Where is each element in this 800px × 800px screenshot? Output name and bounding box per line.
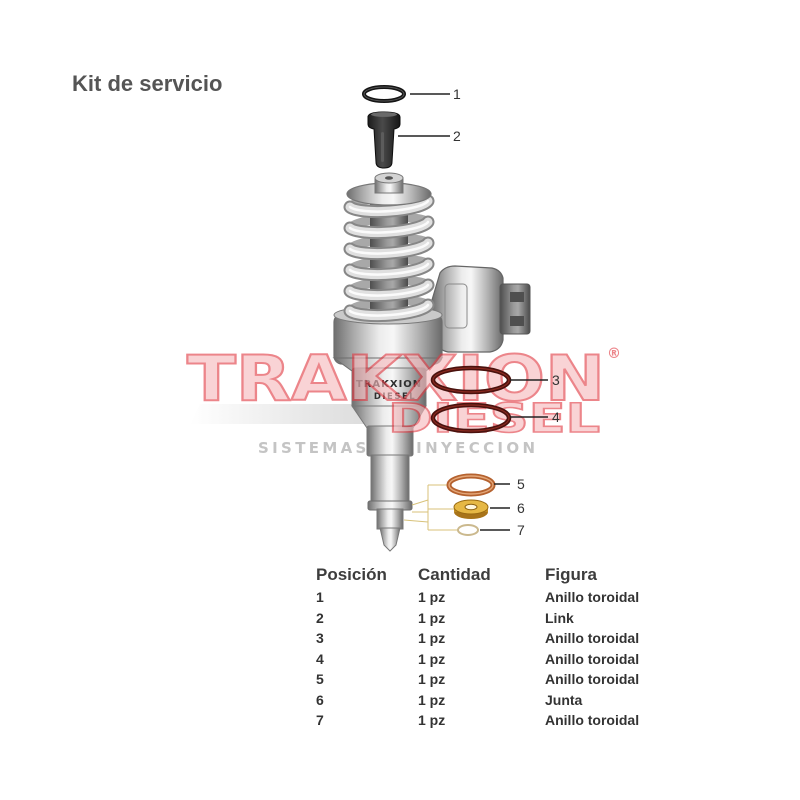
connector-pin-slot-bottom	[510, 316, 524, 326]
header-quantity: Cantidad	[418, 565, 491, 584]
cell-part: Anillo toroidal	[545, 712, 640, 728]
nozzle-parts-bracket	[403, 484, 458, 531]
table-row: 1 1 pz Anillo toroidal	[316, 587, 746, 608]
cell-part: Junta	[545, 691, 583, 708]
connector-plug	[499, 283, 531, 335]
nozzle-cylinder	[370, 454, 410, 504]
cell-position: 5	[316, 671, 324, 687]
cell-part: Anillo toroidal	[545, 650, 640, 667]
part-2-link	[367, 111, 401, 169]
cell-quantity: 1 pz	[418, 609, 446, 626]
link-plug-highlight	[371, 112, 397, 117]
header-figure: Figura	[545, 565, 597, 584]
cell-position: 7	[316, 712, 324, 728]
parts-table: Posición Cantidad Figura 1 1 pz Anillo t…	[316, 563, 746, 731]
watermark-sub: DIESEL	[388, 396, 600, 442]
callout-2: 2	[453, 128, 461, 144]
page-title: Kit de servicio	[72, 71, 223, 96]
cell-part: Anillo toroidal	[545, 630, 640, 646]
part-7-small-ring	[457, 524, 479, 536]
table-row: 6 1 pz Junta	[316, 690, 746, 711]
callout-5: 5	[517, 476, 525, 492]
solenoid-connector	[431, 265, 531, 353]
cell-quantity: 1 pz	[418, 691, 446, 708]
oring-3-highlight	[432, 367, 510, 393]
link-stem-highlight	[381, 132, 384, 162]
injector-body: TRAKXION DIESEL	[332, 305, 444, 552]
cell-position: 1	[316, 589, 324, 605]
table-row: 3 1 pz Anillo toroidal	[316, 628, 746, 649]
callout-1: 1	[453, 86, 461, 102]
part-1-oring	[362, 85, 406, 103]
nozzle-tip	[379, 527, 401, 552]
oring-4-highlight	[432, 404, 510, 432]
part-6-brass-seal	[453, 499, 489, 519]
cell-position: 2	[316, 609, 324, 626]
watermark: TRAKXION DIESEL ®	[186, 341, 621, 443]
part-5-copper-ring	[446, 473, 496, 497]
nozzle-lower	[376, 508, 404, 530]
cell-position: 3	[316, 630, 324, 646]
cell-position: 6	[316, 691, 324, 708]
cell-quantity: 1 pz	[418, 650, 446, 667]
part-4-oring	[430, 402, 512, 434]
plunger-hole	[385, 176, 393, 180]
spring	[347, 172, 431, 316]
cell-quantity: 1 pz	[418, 671, 446, 687]
connector-panel	[444, 283, 468, 329]
connector-pin-slot-top	[510, 292, 524, 302]
watermark-gray-band	[190, 404, 396, 424]
callout-7: 7	[517, 522, 525, 538]
header-position: Posición	[316, 565, 387, 584]
callout-6: 6	[517, 500, 525, 516]
watermark-registered-mark: ®	[607, 346, 621, 362]
table-row: 4 1 pz Anillo toroidal	[316, 649, 746, 670]
cell-part: Anillo toroidal	[545, 671, 640, 687]
cell-position: 4	[316, 650, 324, 667]
callout-3: 3	[552, 372, 560, 388]
injector: TRAKXION DIESEL	[332, 172, 531, 552]
copper-ring-highlight	[448, 475, 494, 495]
cell-part: Anillo toroidal	[545, 589, 640, 605]
cell-part: Link	[545, 609, 574, 626]
cell-quantity: 1 pz	[418, 589, 446, 605]
part-3-oring	[430, 365, 512, 395]
oring-1-highlight	[363, 86, 405, 102]
cell-quantity: 1 pz	[418, 712, 446, 728]
bracket-line	[403, 519, 429, 523]
table-row: 7 1 pz Anillo toroidal	[316, 710, 746, 731]
table-header: Posición Cantidad Figura	[316, 563, 746, 587]
injector-brand-label: TRAKXION	[356, 379, 422, 390]
table-row: 2 1 pz Link	[316, 608, 746, 629]
watermark-brand: TRAKXION	[187, 342, 605, 415]
bracket-line	[411, 499, 429, 506]
injector-sub-label: DIESEL	[374, 392, 416, 402]
cell-quantity: 1 pz	[418, 630, 446, 646]
callout-4: 4	[552, 409, 560, 425]
brass-seal-hole	[464, 503, 478, 511]
table-row: 5 1 pz Anillo toroidal	[316, 669, 746, 690]
